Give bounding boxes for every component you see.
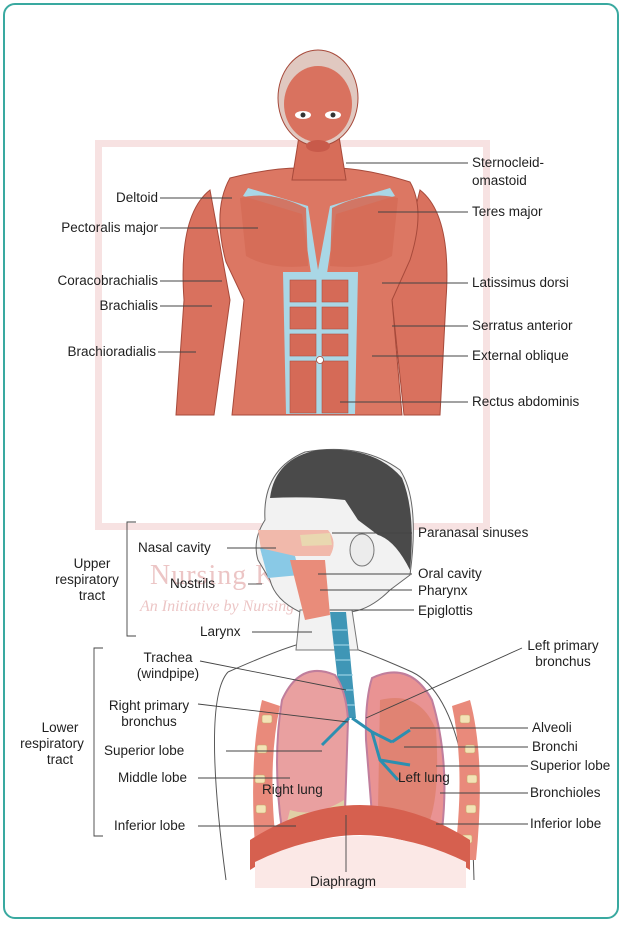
label-sternocleidomastoid-2: omastoid: [472, 173, 527, 189]
label-right-primary-2: bronchus: [100, 714, 198, 730]
label-coracobrachialis: Coracobrachialis: [10, 273, 158, 289]
label-rectus-abdominis: Rectus abdominis: [472, 394, 579, 410]
label-superior-lobe-right: Superior lobe: [104, 743, 184, 759]
label-lower-tract-3: tract: [30, 752, 90, 768]
label-upper-tract-3: tract: [60, 588, 124, 604]
label-brachioradialis: Brachioradialis: [20, 344, 156, 360]
label-nasal-cavity: Nasal cavity: [138, 540, 211, 556]
label-trachea-1: Trachea: [130, 650, 206, 666]
label-lower-tract-2: respiratory: [14, 736, 90, 752]
label-trachea-2: (windpipe): [126, 666, 210, 682]
label-oral-cavity: Oral cavity: [418, 566, 482, 582]
label-sternocleidomastoid-1: Sternocleid-: [472, 155, 544, 171]
label-diaphragm: Diaphragm: [310, 874, 376, 890]
label-epiglottis: Epiglottis: [418, 603, 473, 619]
label-pectoralis-major: Pectoralis major: [20, 220, 158, 236]
label-external-oblique: External oblique: [472, 348, 569, 364]
label-teres-major: Teres major: [472, 204, 543, 220]
muscle-figure: [176, 50, 447, 415]
label-superior-lobe-left: Superior lobe: [530, 758, 610, 774]
label-left-primary-1: Left primary: [516, 638, 610, 654]
label-right-primary-1: Right primary: [100, 698, 198, 714]
label-alveoli: Alveoli: [532, 720, 572, 736]
respiratory-figure: [214, 449, 479, 888]
label-pharynx: Pharynx: [418, 583, 468, 599]
label-paranasal-sinuses: Paranasal sinuses: [418, 525, 528, 541]
label-brachialis: Brachialis: [40, 298, 158, 314]
label-upper-tract-2: respiratory: [50, 572, 124, 588]
label-bronchi: Bronchi: [532, 739, 578, 755]
label-deltoid: Deltoid: [60, 190, 158, 206]
label-upper-tract-1: Upper: [60, 556, 124, 572]
label-inferior-lobe-right: Inferior lobe: [114, 818, 185, 834]
label-latissimus-dorsi: Latissimus dorsi: [472, 275, 569, 291]
label-nostrils: Nostrils: [170, 576, 215, 592]
label-left-lung: Left lung: [398, 770, 450, 786]
label-middle-lobe: Middle lobe: [118, 770, 187, 786]
label-bronchioles: Bronchioles: [530, 785, 601, 801]
label-left-primary-2: bronchus: [516, 654, 610, 670]
label-right-lung: Right lung: [262, 782, 323, 798]
label-larynx: Larynx: [200, 624, 241, 640]
label-lower-tract-1: Lower: [30, 720, 90, 736]
label-inferior-lobe-left: Inferior lobe: [530, 816, 601, 832]
label-serratus-anterior: Serratus anterior: [472, 318, 573, 334]
